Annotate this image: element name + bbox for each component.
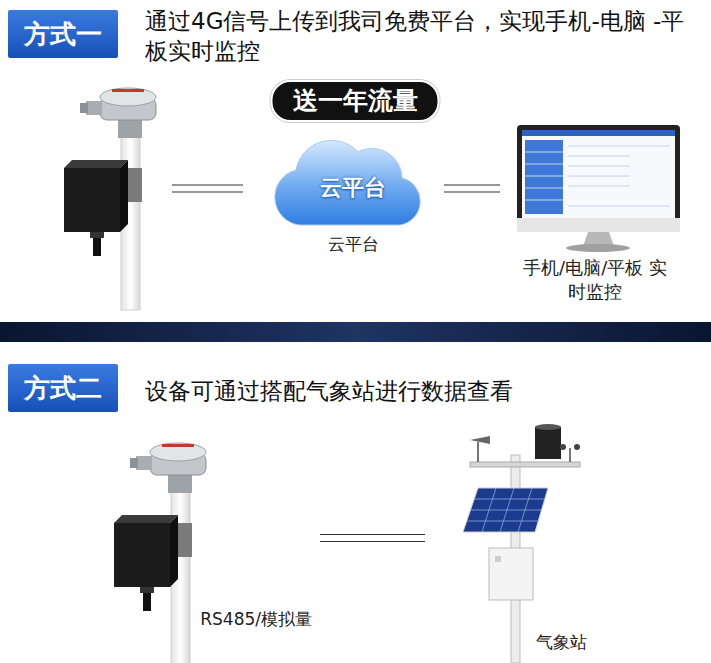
- method-badge: 方式二: [8, 364, 118, 412]
- monitor-node: 手机/电脑/平板 实时监控: [500, 118, 690, 306]
- sensor-device: [64, 88, 156, 310]
- double-connector: [320, 535, 425, 542]
- node-text: 送一年流量: [293, 84, 418, 118]
- header-text: 设备可通过搭配气象站进行数据查看: [145, 376, 697, 406]
- station-node: 气象站: [425, 420, 597, 658]
- node-text: 云平台: [262, 232, 444, 256]
- method-badge: 方式一: [8, 10, 118, 58]
- double-connector: [444, 185, 500, 192]
- sensor-node: RS485/模拟量: [100, 430, 320, 645]
- node-text: 方式二: [24, 370, 102, 406]
- node-text: 云平台: [262, 174, 444, 202]
- sensor-device: [114, 443, 206, 663]
- node-text: RS485/模拟量: [200, 607, 312, 631]
- header-text: 通过4G信号上传到我司免费平台，实现手机-电脑 -平板实时监控: [145, 6, 697, 66]
- node-text: 方式一: [24, 16, 102, 52]
- divider-band: [0, 322, 711, 342]
- double-wire: [172, 185, 243, 192]
- promo-pill: 送一年流量: [271, 80, 440, 122]
- monitor-icon: [517, 125, 680, 252]
- cloud-node: 云平台云平台: [262, 138, 444, 258]
- node-text: 气象站: [536, 630, 587, 654]
- weather-station: [463, 424, 580, 663]
- node-text: 手机/电脑/平板 实时监控: [520, 256, 670, 304]
